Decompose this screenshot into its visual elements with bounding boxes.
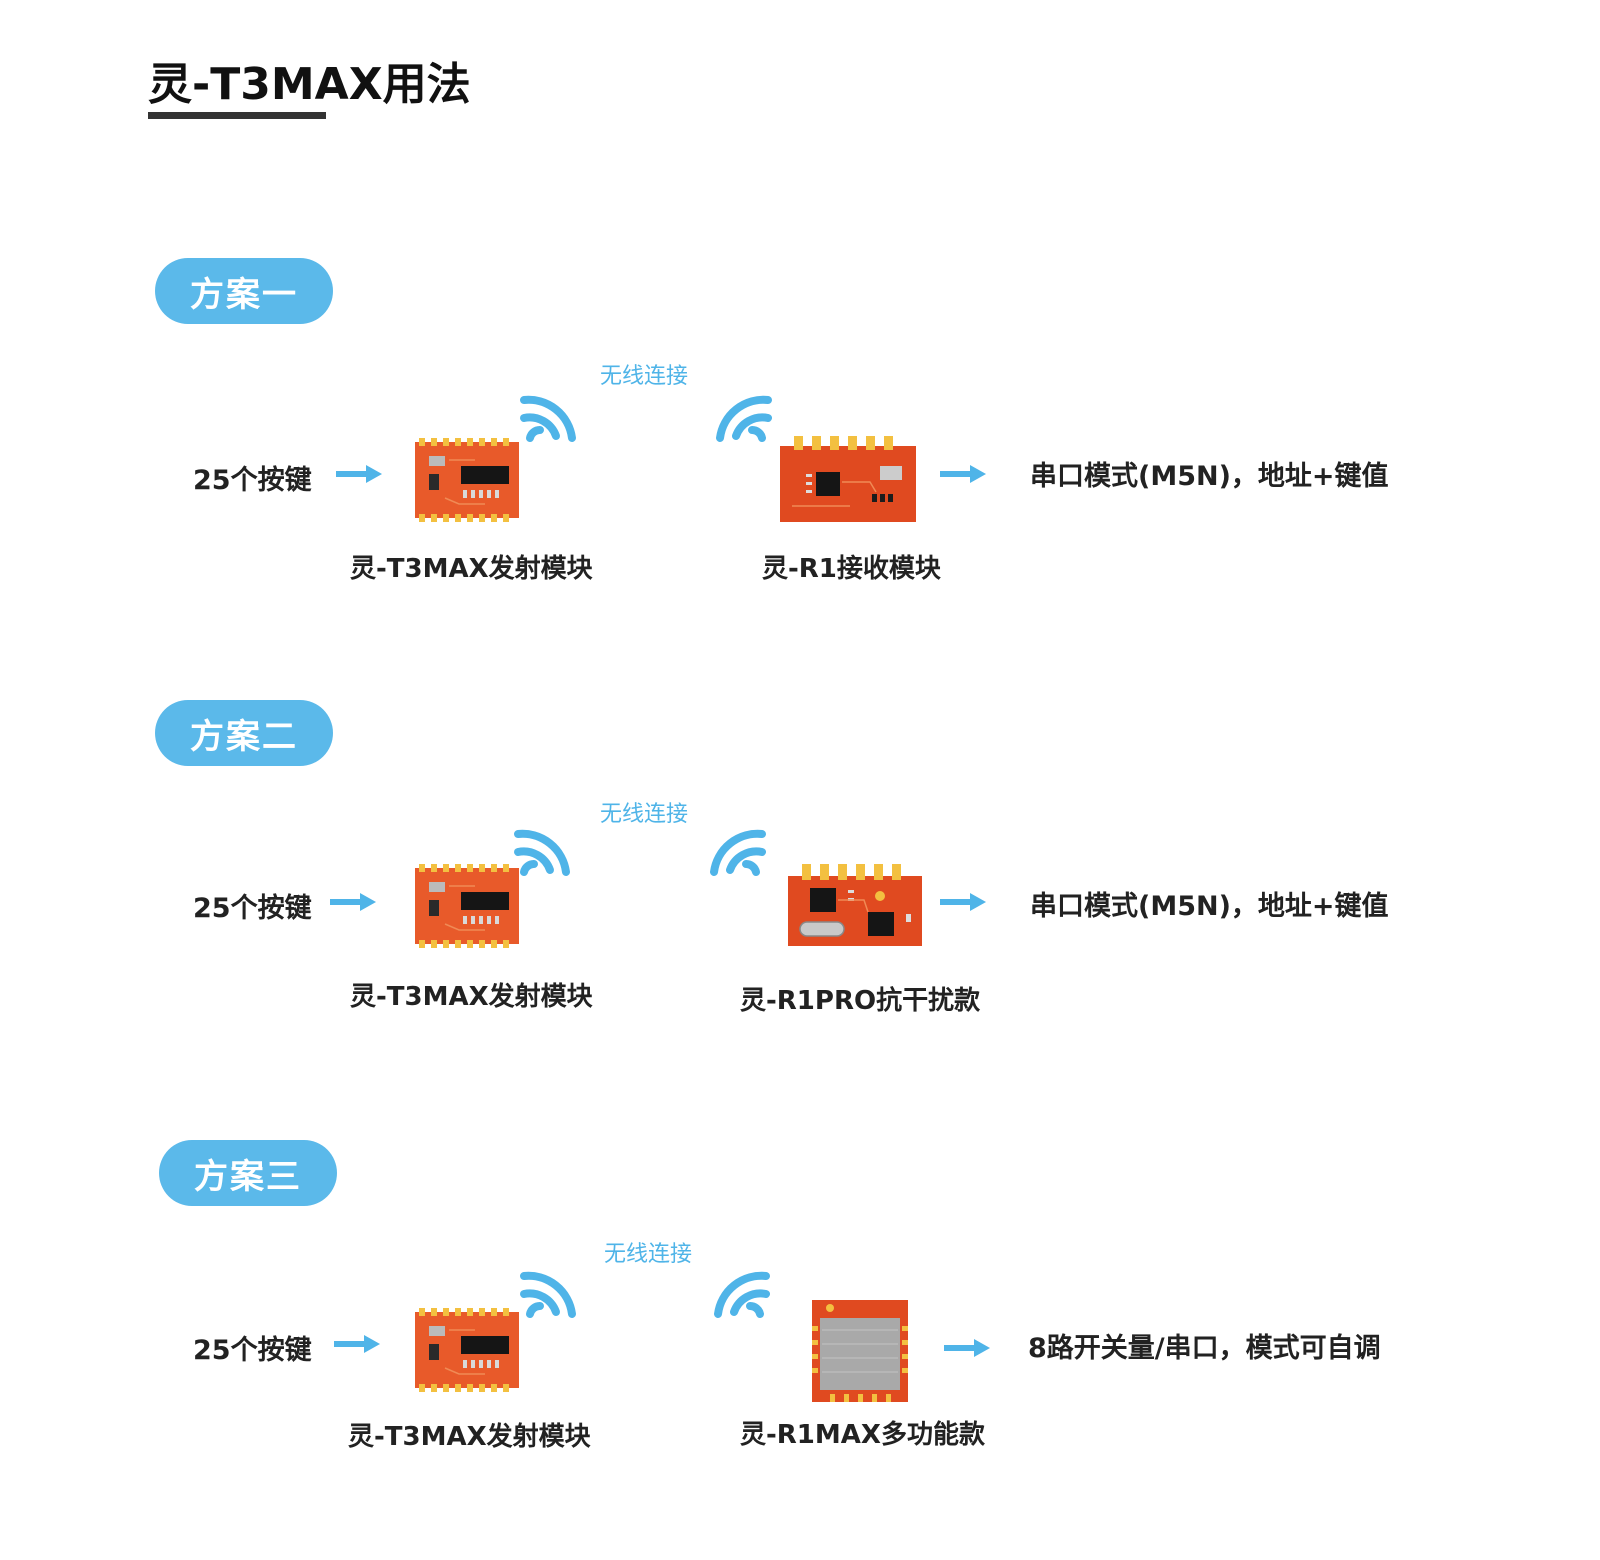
output-mode-label: 串口模式(M5N)，地址+键值 [1030,891,1389,922]
arrow-right-icon [940,893,986,911]
scheme-badge: 方案二 [155,700,333,766]
input-keys-label: 25个按键 [193,465,312,496]
wireless-connection-label: 无线连接 [600,802,689,827]
wireless-signal-in-icon [710,829,766,876]
arrow-right-icon [944,1339,990,1357]
scheme-badge: 方案一 [155,258,333,324]
input-keys-label: 25个按键 [193,1335,312,1366]
wireless-signal-out-icon [520,395,576,442]
tx-module-image [415,438,519,522]
rx-module-label: 灵-R1MAX多功能款 [740,1420,985,1450]
input-keys-label: 25个按键 [193,893,312,924]
arrow-right-icon [330,893,376,911]
rx-max-module-image [812,1300,908,1402]
wireless-signal-in-icon [714,1271,770,1318]
rx-module-label: 灵-R1PRO抗干扰款 [740,986,981,1016]
tx-module-label: 灵-T3MAX发射模块 [350,982,593,1012]
rx-module-image [780,436,916,522]
rx-module-label: 灵-R1接收模块 [762,554,941,584]
tx-module-image [415,864,519,948]
scheme-1: 方案一 无线连接 25个按键 [0,258,1600,678]
tx-module-label: 灵-T3MAX发射模块 [350,554,593,584]
arrow-right-icon [334,1335,380,1353]
page-title: 灵-T3MAX用法 [148,59,471,110]
wireless-signal-in-icon [716,395,772,442]
tx-module-image [415,1308,519,1392]
arrow-right-icon [336,465,382,483]
scheme-2: 方案二 无线连接 25个按键 [0,700,1600,1120]
arrow-right-icon [940,465,986,483]
wireless-connection-label: 无线连接 [600,364,689,389]
tx-module-label: 灵-T3MAX发射模块 [348,1422,591,1452]
wireless-connection-label: 无线连接 [604,1242,693,1267]
scheme-badge: 方案三 [159,1140,337,1206]
wireless-signal-out-icon [520,1271,576,1318]
output-mode-label: 串口模式(M5N)，地址+键值 [1030,461,1389,492]
rx-pro-module-image [788,864,922,946]
scheme-3: 方案三 无线连接 25个按键 [0,1140,1600,1560]
wireless-signal-out-icon [514,829,570,876]
output-mode-label: 8路开关量/串口，模式可自调 [1028,1333,1381,1364]
title-underline [148,112,326,119]
